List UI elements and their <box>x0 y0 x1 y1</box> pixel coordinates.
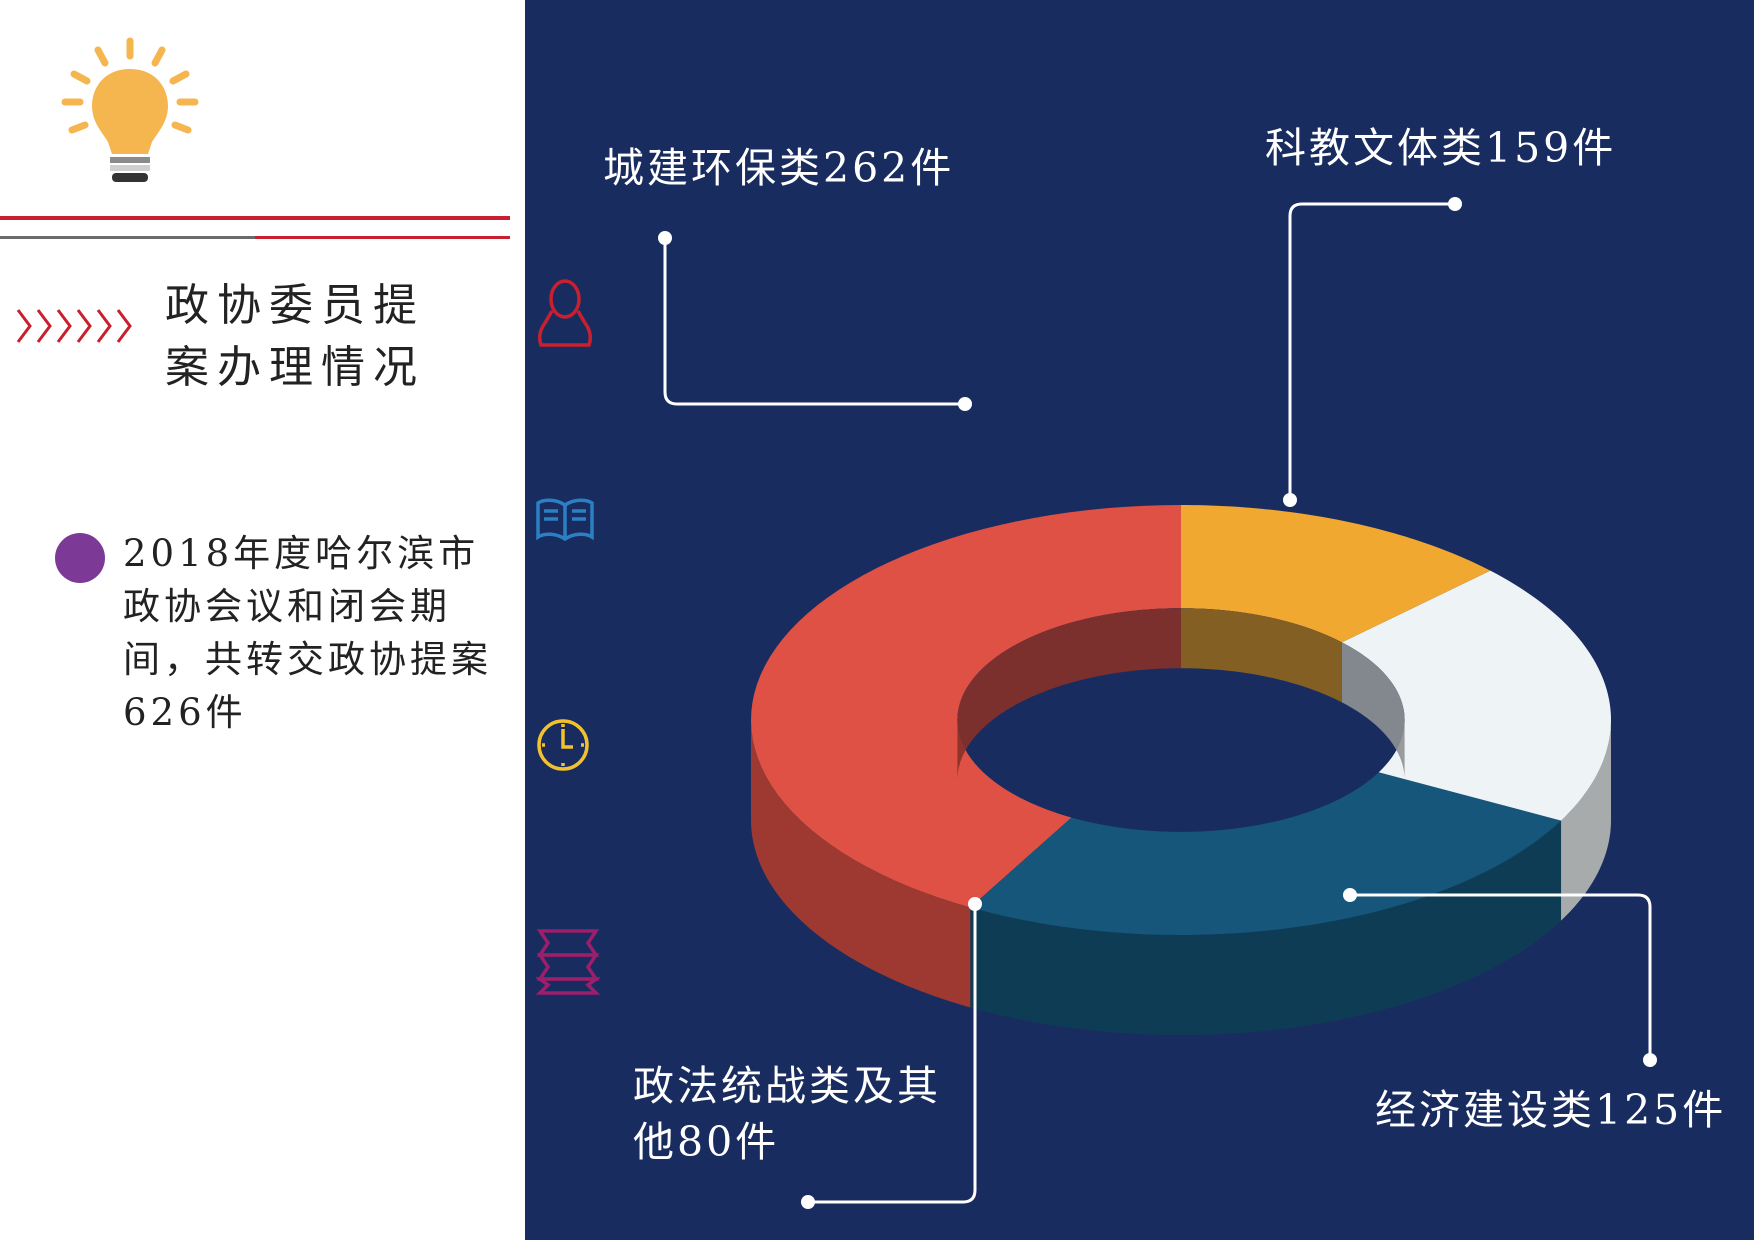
lightbulb-icon <box>61 37 199 182</box>
divider-red-short <box>255 236 510 239</box>
leader-line-0 <box>663 238 965 406</box>
slice-outer-wall-2-0 <box>1561 720 1611 921</box>
slice-outer-wall-0-0 <box>751 720 971 1008</box>
page-title: 政协委员提 案办理情况 <box>165 275 425 399</box>
leader-dot-0-1 <box>958 397 972 411</box>
slice-inner-wall-3--1 <box>1181 608 1342 703</box>
leader-line-1 <box>1288 202 1455 500</box>
leader-dot-1-1 <box>1283 493 1297 507</box>
divider-gray <box>0 236 255 239</box>
slice-inner-wall-2--1 <box>1341 642 1405 780</box>
clock-icon <box>537 719 589 771</box>
slice-inner-wall-0-0 <box>957 608 1181 780</box>
person-icon <box>538 279 592 347</box>
leader-line-3 <box>808 904 977 1204</box>
slice-outer-wall-1-0 <box>970 820 1562 1035</box>
leader-dot-3-1 <box>801 1195 815 1209</box>
slice-0 <box>751 505 1181 908</box>
slice-2 <box>1341 570 1611 821</box>
label-science-education: 科教文体类159件 <box>1265 124 1617 172</box>
donut-chart <box>658 197 1657 1209</box>
bullet-dot <box>55 533 105 583</box>
divider-red <box>0 216 510 220</box>
book-icon <box>536 498 594 542</box>
stack-icon <box>536 929 600 995</box>
label-politics-law: 政法统战类及其他80件 <box>633 1062 941 1166</box>
leader-line-2 <box>1350 893 1652 1060</box>
leader-dot-0-0 <box>658 231 672 245</box>
title-line-2: 案办理情况 <box>165 342 425 393</box>
leader-dot-3-0 <box>968 897 982 911</box>
leader-dot-2-0 <box>1343 888 1357 902</box>
leader-dot-1-0 <box>1448 197 1462 211</box>
label-economic-construction: 经济建设类125件 <box>1375 1086 1727 1134</box>
slice-3 <box>1181 505 1491 643</box>
label-urban-construction: 城建环保类262件 <box>603 144 955 192</box>
summary-text: 2018年度哈尔滨市政协会议和闭会期间，共转交政协提案626件 <box>123 532 492 734</box>
chevrons-icon <box>16 309 132 343</box>
leader-dot-2-1 <box>1643 1053 1657 1067</box>
title-line-1: 政协委员提 <box>165 280 425 331</box>
left-panel: 政协委员提 案办理情况 2018年度哈尔滨市政协会议和闭会期间，共转交政协提案6… <box>0 0 525 1240</box>
